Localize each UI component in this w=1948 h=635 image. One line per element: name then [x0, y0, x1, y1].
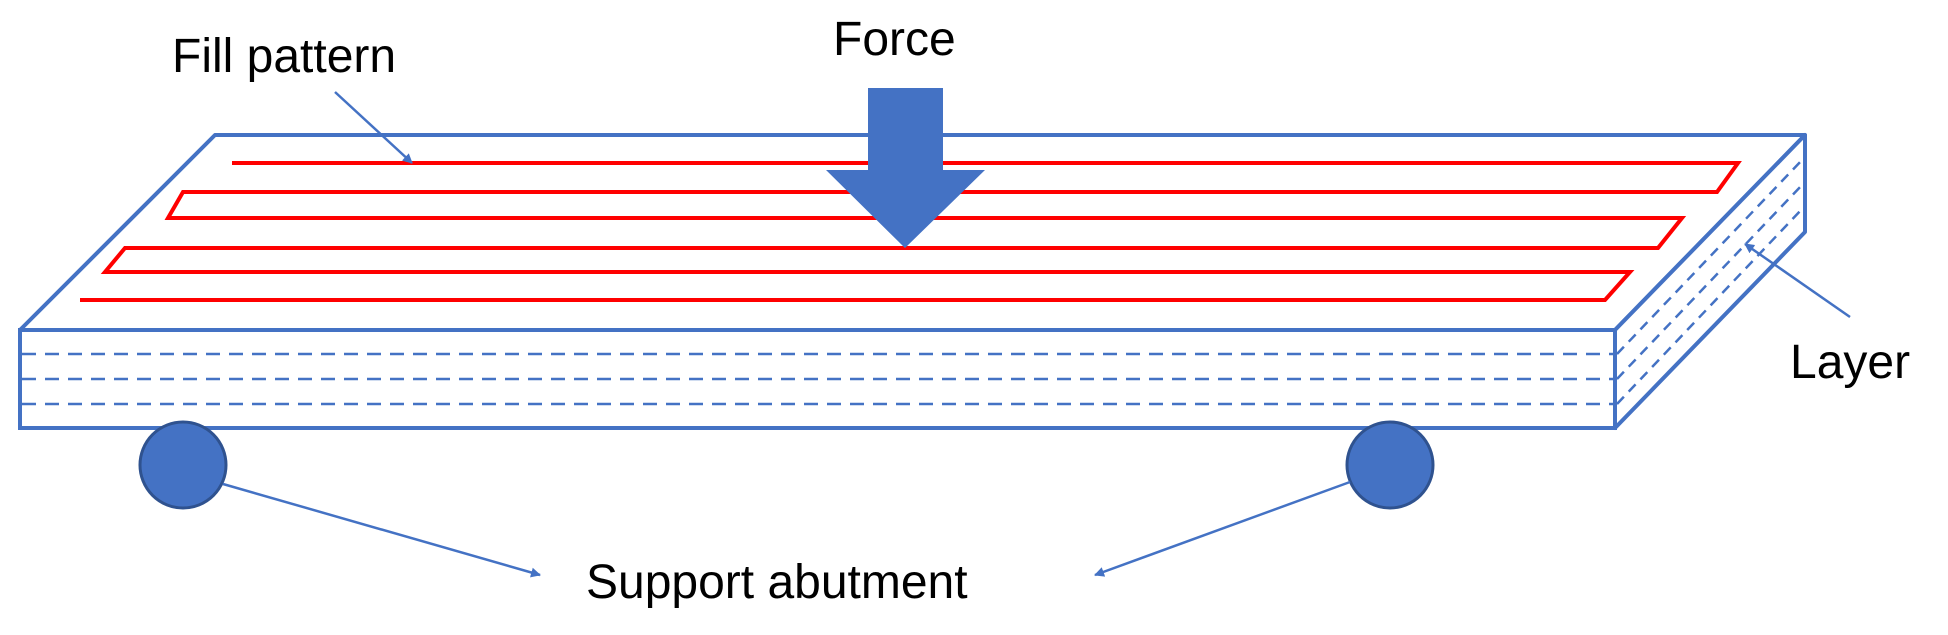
support-callout-arrow-left [222, 482, 541, 578]
fill-pattern-label: Fill pattern [172, 30, 396, 83]
layer-label: Layer [1790, 336, 1910, 389]
fill-pattern-path [80, 161, 1742, 302]
support-abutment-right [1345, 420, 1435, 510]
layer-callout-arrow [1744, 242, 1851, 319]
support-abutment-left [138, 420, 228, 510]
support-abutment-label: Support abutment [586, 556, 968, 609]
force-label: Force [833, 13, 956, 66]
fill-pattern-callout-arrow [334, 91, 413, 164]
layer-lines-side [1616, 158, 1804, 405]
support-callout-arrow-right [1094, 480, 1351, 577]
layer-lines-front [22, 352, 1613, 406]
force-arrow [826, 88, 985, 248]
beam-side-face [1613, 133, 1807, 430]
